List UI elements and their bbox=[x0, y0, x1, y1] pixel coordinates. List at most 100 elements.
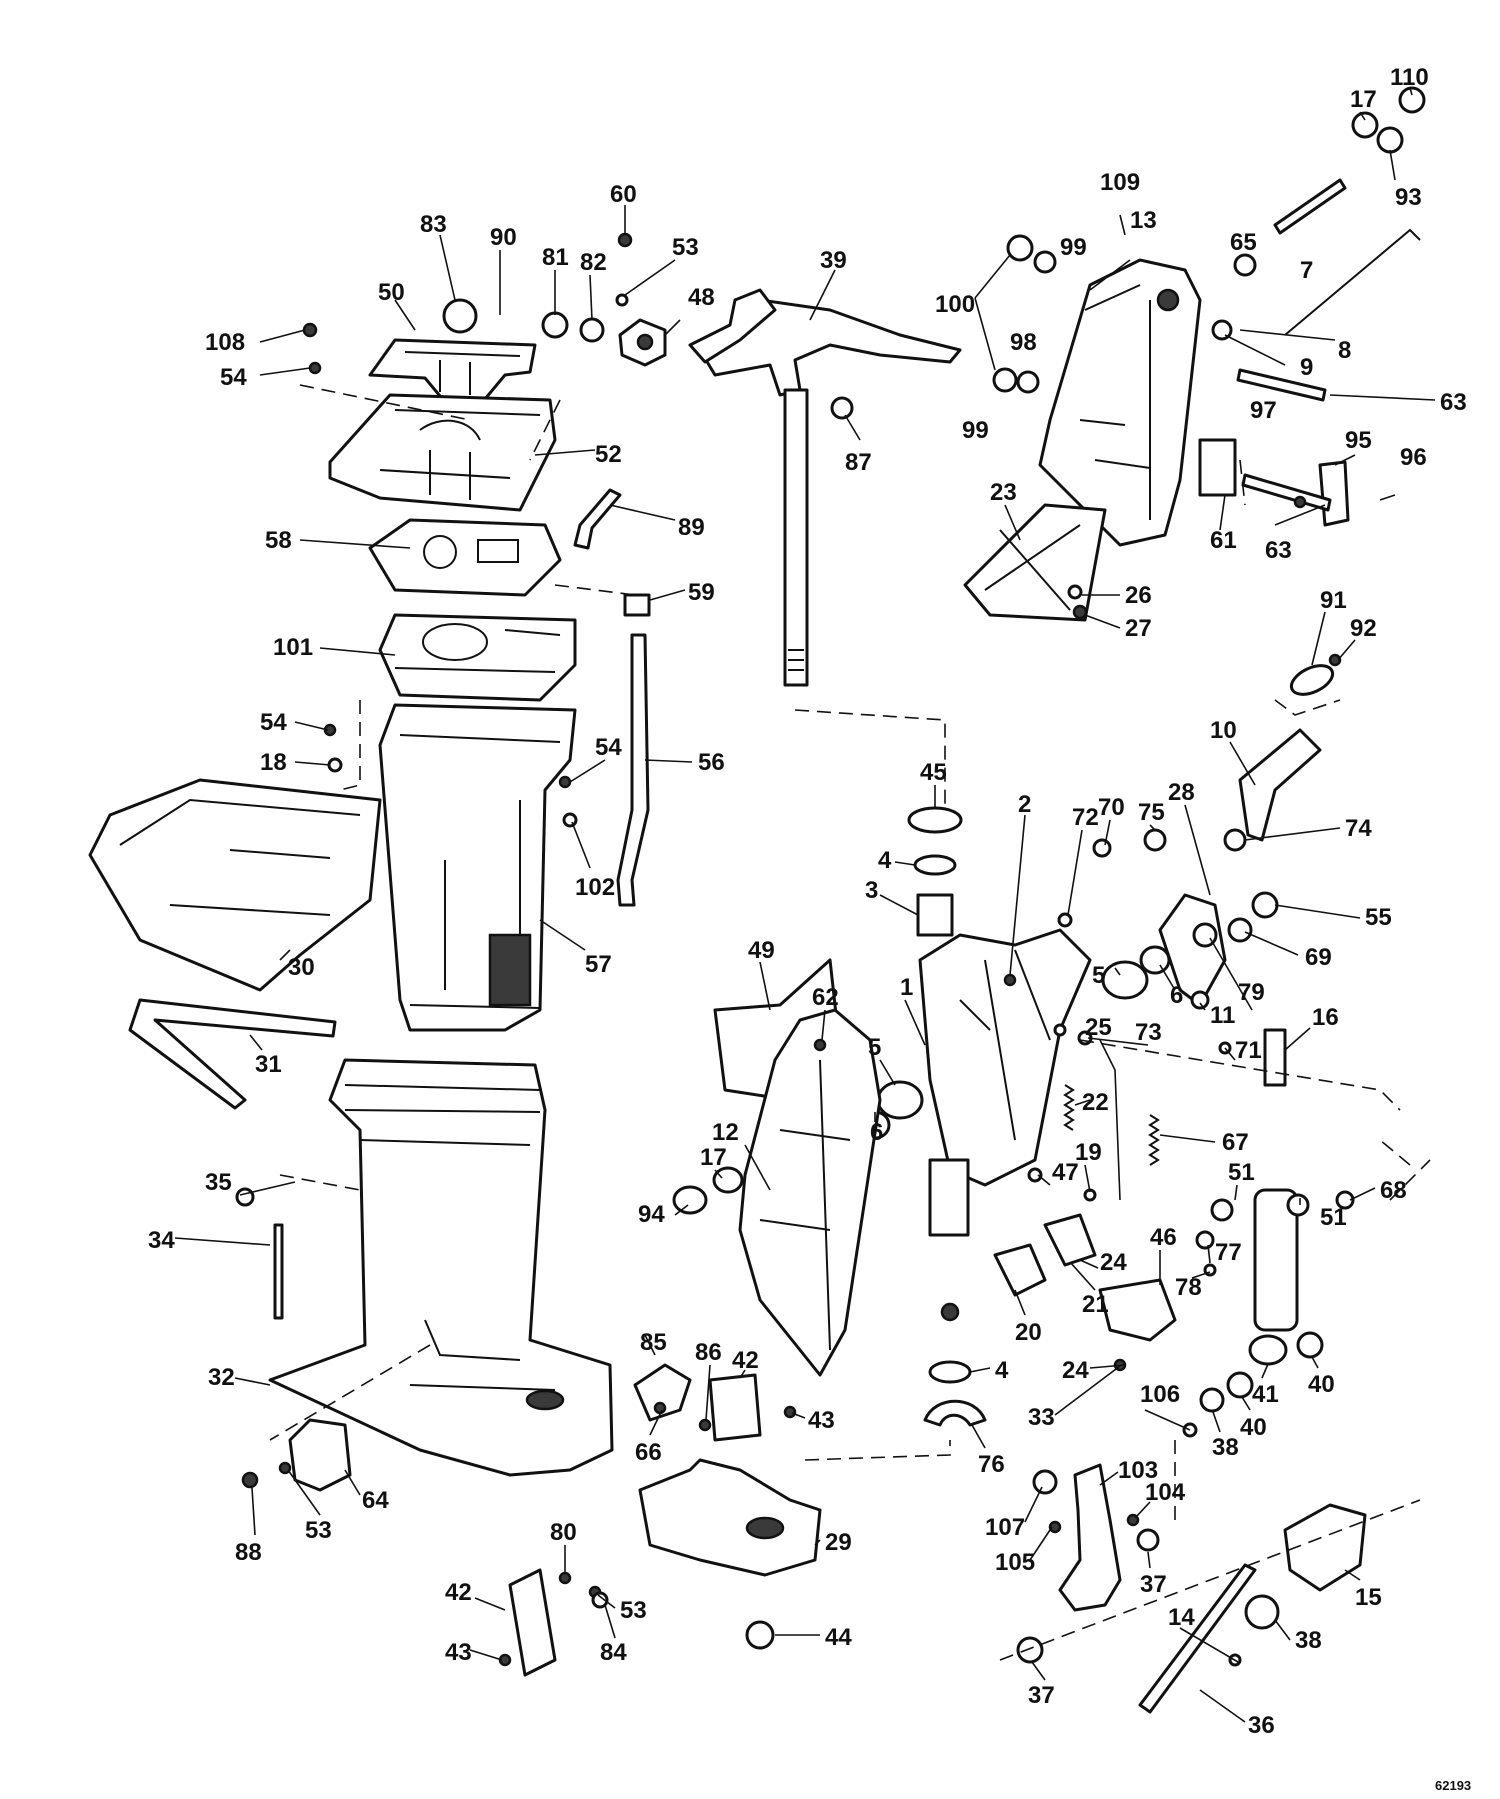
part-5-bushing-left bbox=[876, 1080, 924, 1120]
part-37-bushing bbox=[1136, 1528, 1160, 1552]
part-30-lower-cowl bbox=[88, 778, 382, 992]
callout-label: 92 bbox=[1350, 615, 1377, 642]
part-105-screw bbox=[1048, 1520, 1062, 1534]
callout-label: 5 bbox=[1092, 962, 1105, 989]
leader-line bbox=[814, 1539, 821, 1546]
assembly-line bbox=[1239, 459, 1246, 506]
leader-line bbox=[759, 961, 771, 1011]
part-1-post bbox=[928, 1158, 970, 1237]
callout-label: 99 bbox=[1060, 234, 1087, 261]
part-12-detail bbox=[759, 1059, 851, 1351]
part-56-water-tube bbox=[616, 633, 650, 907]
part-102-bolt bbox=[562, 812, 578, 828]
leader-line bbox=[534, 449, 596, 456]
assembly-line bbox=[299, 384, 471, 421]
callout-label: 85 bbox=[640, 1329, 667, 1356]
callout-label: 20 bbox=[1015, 1319, 1042, 1346]
part-32-detail bbox=[344, 1084, 556, 1391]
part-52-detail bbox=[379, 409, 541, 500]
callout-label: 72 bbox=[1072, 804, 1099, 831]
part-39-steering-forks bbox=[688, 288, 777, 364]
leader-line bbox=[259, 367, 311, 376]
part-63-bolt-lower bbox=[1241, 473, 1332, 512]
callout-label: 33 bbox=[1028, 1404, 1055, 1431]
leader-line bbox=[279, 949, 291, 961]
leader-line bbox=[344, 1469, 361, 1496]
callout-label: 5 bbox=[868, 1034, 881, 1061]
part-99-nut bbox=[1033, 250, 1057, 274]
leader-line bbox=[1104, 819, 1111, 846]
leader-line bbox=[569, 759, 606, 783]
diagram-code: 62193 bbox=[1435, 1778, 1471, 1793]
leader-line bbox=[1274, 504, 1326, 526]
callout-label: 65 bbox=[1230, 229, 1257, 256]
leader-line bbox=[1337, 639, 1356, 661]
leader-line bbox=[1144, 1409, 1191, 1431]
part-41-eye bbox=[1248, 1334, 1288, 1366]
callout-label: 56 bbox=[698, 749, 725, 776]
part-21-latch bbox=[1043, 1213, 1097, 1267]
callout-label: 21 bbox=[1082, 1291, 1109, 1318]
leader-line bbox=[1199, 1689, 1246, 1723]
callout-label: 2 bbox=[1018, 791, 1031, 818]
part-10-tilt-lever bbox=[1238, 728, 1322, 842]
callout-label: 63 bbox=[1265, 537, 1292, 564]
part-15-bracket bbox=[1283, 1503, 1367, 1592]
callout-label: 38 bbox=[1212, 1434, 1239, 1461]
part-67-spring bbox=[1148, 1114, 1160, 1166]
callout-label: 81 bbox=[542, 244, 569, 271]
callout-numbers: 110 17 93 109 13 60 83 90 81 82 53 39 99… bbox=[148, 64, 1471, 1793]
leader-line bbox=[1079, 1259, 1099, 1269]
part-54-screw-right bbox=[558, 775, 572, 789]
callout-label: 38 bbox=[1295, 1627, 1322, 1654]
leader-line bbox=[879, 894, 919, 916]
leader-line bbox=[649, 1409, 663, 1436]
part-39-steering-arm bbox=[698, 298, 962, 397]
leader-line bbox=[539, 919, 586, 951]
leader-line bbox=[319, 647, 396, 656]
part-75-nut bbox=[1143, 828, 1167, 852]
leader-line bbox=[1207, 1244, 1211, 1264]
callout-label: 28 bbox=[1168, 779, 1195, 806]
callout-label: 34 bbox=[148, 1227, 175, 1254]
leader-line bbox=[294, 761, 331, 766]
part-103-link bbox=[1058, 1463, 1122, 1612]
callout-label: 40 bbox=[1240, 1414, 1267, 1441]
part-62-screw bbox=[813, 1038, 827, 1052]
part-3-bushing bbox=[916, 893, 954, 937]
leader-line bbox=[971, 1424, 986, 1449]
leader-line bbox=[1031, 1661, 1046, 1681]
leader-line bbox=[299, 539, 411, 549]
leader-line bbox=[469, 1649, 503, 1661]
part-101-detail bbox=[394, 629, 561, 673]
leader-line bbox=[1349, 1187, 1376, 1201]
callout-label: 63 bbox=[1440, 389, 1467, 416]
callout-label: 36 bbox=[1248, 1712, 1275, 1739]
callout-label: 60 bbox=[610, 181, 637, 208]
part-2-screw bbox=[1003, 973, 1017, 987]
part-27-screw bbox=[1072, 604, 1088, 620]
part-96-screw bbox=[1293, 495, 1307, 509]
part-40-bushing bbox=[1296, 1331, 1324, 1359]
callout-label: 26 bbox=[1125, 582, 1152, 609]
callout-label: 48 bbox=[688, 284, 715, 311]
callout-label: 44 bbox=[825, 1624, 852, 1651]
part-58-port bbox=[477, 539, 519, 563]
callout-label: 83 bbox=[420, 211, 447, 238]
callout-label: 50 bbox=[378, 279, 405, 306]
part-87-nut bbox=[830, 396, 854, 420]
leader-line bbox=[1379, 494, 1396, 501]
part-13-stern-bracket bbox=[1038, 258, 1202, 547]
part-drawings bbox=[88, 86, 1426, 1714]
assembly-line bbox=[999, 1499, 1421, 1661]
leader-line bbox=[1261, 1363, 1269, 1379]
part-54-washer bbox=[308, 361, 322, 375]
leader-lines bbox=[174, 87, 1436, 1723]
part-20-latch bbox=[993, 1243, 1047, 1297]
leader-line bbox=[1009, 814, 1026, 976]
leader-line bbox=[664, 319, 681, 336]
callout-label: 37 bbox=[1028, 1682, 1055, 1709]
part-57-window bbox=[488, 933, 532, 1007]
part-101-bore bbox=[422, 623, 488, 661]
